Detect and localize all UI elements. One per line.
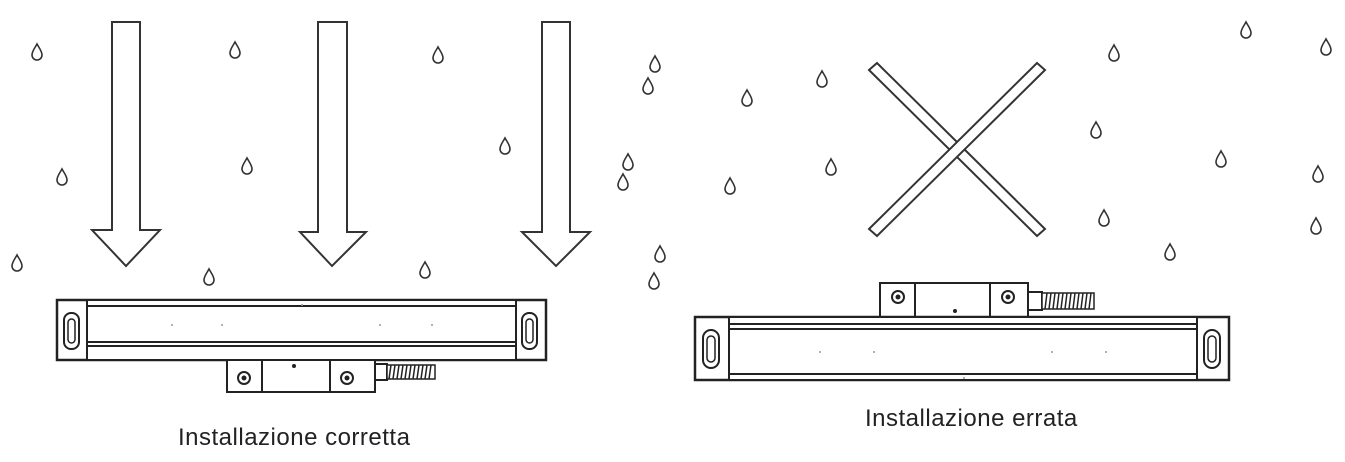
water-drop-icon xyxy=(649,54,661,73)
down-arrow-icon xyxy=(89,21,163,268)
reader-head-correct xyxy=(226,359,436,393)
water-drop-icon xyxy=(1090,120,1102,139)
water-drop-icon xyxy=(741,88,753,107)
water-drop-icon xyxy=(419,260,431,279)
water-drop-icon xyxy=(1240,20,1252,39)
water-drop-icon xyxy=(1164,242,1176,261)
water-drop-icon xyxy=(1215,149,1227,168)
down-arrow-icon xyxy=(297,21,369,268)
cross-icon xyxy=(867,61,1047,238)
water-drop-icon xyxy=(1310,216,1322,235)
caption-wrong-installation: Installazione errata xyxy=(865,405,1078,432)
water-drop-icon xyxy=(11,253,23,272)
water-drop-icon xyxy=(825,157,837,176)
water-drop-icon xyxy=(203,267,215,286)
water-drop-icon xyxy=(648,271,660,290)
water-drop-icon xyxy=(642,76,654,95)
correct-installation-panel xyxy=(55,21,593,393)
down-arrow-icon xyxy=(519,21,593,268)
rain-drops xyxy=(11,20,1332,290)
water-drop-icon xyxy=(1108,43,1120,62)
wrong-installation-panel xyxy=(693,61,1231,382)
reader-head-wrong xyxy=(879,282,1095,318)
caption-correct-installation: Installazione corretta xyxy=(178,424,411,451)
water-drop-icon xyxy=(1098,208,1110,227)
water-drop-icon xyxy=(617,172,629,191)
water-drop-icon xyxy=(499,136,511,155)
linear-scale-correct xyxy=(55,298,548,362)
water-drop-icon xyxy=(432,45,444,64)
water-drop-icon xyxy=(31,42,43,61)
water-drop-icon xyxy=(724,176,736,195)
water-drop-icon xyxy=(622,152,634,171)
water-drop-icon xyxy=(56,167,68,186)
water-drop-icon xyxy=(1320,37,1332,56)
cable-spring xyxy=(386,364,436,380)
water-drop-icon xyxy=(241,156,253,175)
water-drop-icon xyxy=(229,40,241,59)
water-drop-icon xyxy=(654,244,666,263)
linear-scale-wrong xyxy=(693,315,1231,382)
cable-spring xyxy=(1041,292,1095,310)
water-drop-icon xyxy=(816,69,828,88)
water-drop-icon xyxy=(1312,164,1324,183)
